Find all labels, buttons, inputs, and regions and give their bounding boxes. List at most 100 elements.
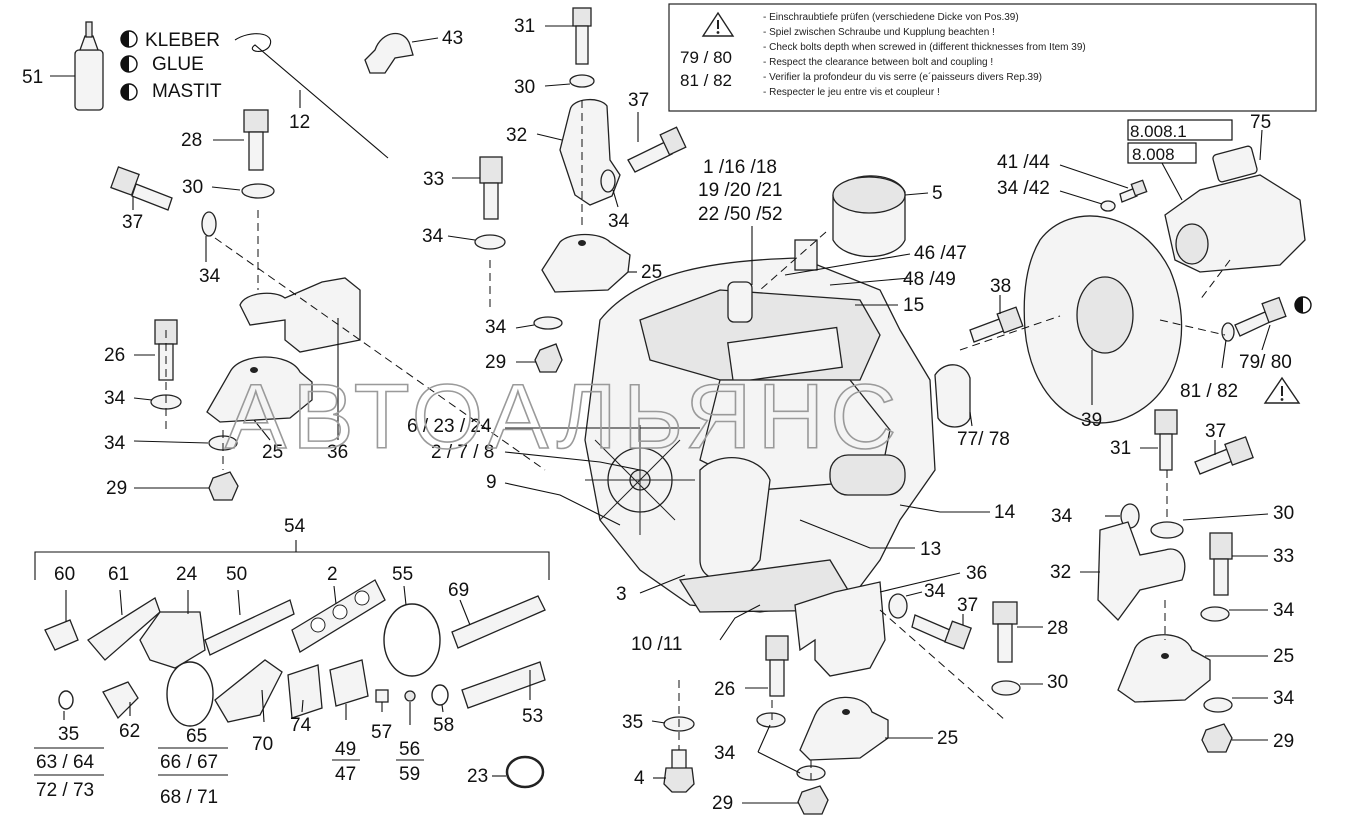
engine-assembly xyxy=(584,239,936,613)
label-33-right: 33 xyxy=(1273,546,1294,567)
label-31-top: 31 xyxy=(514,16,535,37)
half-circle-icon xyxy=(120,55,138,73)
label-37-right: 37 xyxy=(1205,421,1226,442)
label-25-left: 25 xyxy=(262,442,283,463)
label-15: 15 xyxy=(903,295,924,316)
label-47: 47 xyxy=(335,764,356,785)
label-1-16-18: 1 /16 /18 xyxy=(703,157,777,178)
label-46-47: 46 /47 xyxy=(914,243,967,264)
label-36-left: 36 xyxy=(327,442,348,463)
bolt-37-top xyxy=(627,126,687,173)
nut-29-right xyxy=(1201,723,1233,753)
label-39: 39 xyxy=(1081,410,1102,431)
nut-29-bottom xyxy=(797,785,829,815)
label-30-right: 30 xyxy=(1273,503,1294,524)
mount-25-top xyxy=(541,233,631,293)
label-37-top: 37 xyxy=(628,90,649,111)
bolt-37-left xyxy=(110,166,173,211)
label-50: 50 xyxy=(226,564,247,585)
label-34-top-left: 34 xyxy=(422,226,444,247)
legend-mastit: MASTIT xyxy=(152,81,222,102)
label-81-82: 81 / 82 xyxy=(1180,381,1238,402)
label-57: 57 xyxy=(371,722,392,743)
glue-bottle xyxy=(74,21,104,111)
boxed-ref-2: 8.008 xyxy=(1132,145,1175,164)
label-60: 60 xyxy=(54,564,75,585)
label-34-right-a: 34 xyxy=(1051,506,1073,527)
label-74: 74 xyxy=(290,715,312,736)
bolt-37-bottom xyxy=(911,614,972,650)
bolt-28-bottom xyxy=(992,601,1018,663)
label-61: 61 xyxy=(108,564,129,585)
label-12: 12 xyxy=(289,112,310,133)
hydraulic-pump-75 xyxy=(1164,145,1306,273)
label-36-bottom: 36 xyxy=(966,563,987,584)
label-24: 24 xyxy=(176,564,198,585)
mount-25-bottom xyxy=(799,696,889,761)
bolt-41-44 xyxy=(1119,179,1148,203)
label-37-bottom: 37 xyxy=(957,595,978,616)
label-23: 23 xyxy=(467,766,488,787)
label-66-67: 66 / 67 xyxy=(160,752,218,773)
label-69: 69 xyxy=(448,580,469,601)
label-37-left: 37 xyxy=(122,212,143,233)
bolt-28-left xyxy=(243,109,269,171)
label-14: 14 xyxy=(994,502,1016,523)
label-33-top: 33 xyxy=(423,169,444,190)
notice-line-3: - Check bolts depth when screwed in (dif… xyxy=(763,42,1086,53)
label-38: 38 xyxy=(990,276,1011,297)
label-25-right: 25 xyxy=(1273,646,1294,667)
bolt-31-top xyxy=(572,7,592,65)
label-28-bottom: 28 xyxy=(1047,618,1068,639)
label-72-73: 72 / 73 xyxy=(36,780,94,801)
label-63-64: 63 / 64 xyxy=(36,752,95,773)
label-65: 65 xyxy=(186,726,207,747)
label-3: 3 xyxy=(616,584,627,605)
label-30-top: 30 xyxy=(514,77,535,98)
label-35-kit: 35 xyxy=(58,724,79,745)
bolt-38 xyxy=(969,306,1024,343)
label-55: 55 xyxy=(392,564,413,585)
half-circle-icon xyxy=(120,83,138,101)
label-70: 70 xyxy=(252,734,273,755)
label-32-right: 32 xyxy=(1050,562,1071,583)
flywheel-plate-39 xyxy=(1023,215,1183,424)
notice-box: 79 / 80 81 / 82 - Einschraubtiefe prüfen… xyxy=(668,3,1317,112)
bolt-31-right xyxy=(1154,409,1178,471)
nut-29-top xyxy=(534,343,563,373)
boxed-ref-1: 8.008.1 xyxy=(1130,122,1187,141)
wire-12 xyxy=(234,33,389,159)
bolt-33-right xyxy=(1209,532,1233,596)
notice-line-5: - Verifier la profondeur du vis serre (e… xyxy=(763,71,1042,83)
notice-line-6: - Respecter le jeu entre vis et coupleur… xyxy=(763,87,940,98)
label-2: 2 xyxy=(327,564,338,585)
half-circle-icon xyxy=(1294,296,1312,314)
label-6-23-24: 6 / 23 / 24 xyxy=(407,416,492,437)
legend-kleber: KLEBER xyxy=(145,30,220,51)
label-10-11: 10 /11 xyxy=(631,634,682,655)
label-35-bottom: 35 xyxy=(622,712,643,733)
label-41-44: 41 /44 xyxy=(997,152,1050,173)
bracket-36-bottom xyxy=(794,581,886,677)
label-34-right-b: 34 xyxy=(1273,600,1295,621)
watermark: АВТОАЛЬЯНС xyxy=(225,366,903,468)
label-51: 51 xyxy=(22,67,43,88)
label-30-bottom: 30 xyxy=(1047,672,1068,693)
label-26-bottom: 26 xyxy=(714,679,735,700)
legend-glue: GLUE xyxy=(152,54,204,75)
half-circle-icon xyxy=(120,30,138,48)
nut-29-left xyxy=(208,471,239,501)
label-25-bottom: 25 xyxy=(937,728,958,749)
label-25-top: 25 xyxy=(641,262,662,283)
label-48-49: 48 /49 xyxy=(903,269,956,290)
label-49: 49 xyxy=(335,739,356,760)
bracket-32-right xyxy=(1097,521,1186,621)
boxed-refs: 8.008.1 8.008 xyxy=(1127,119,1233,164)
label-29-top: 29 xyxy=(485,352,506,373)
label-32-top: 32 xyxy=(506,125,527,146)
label-43: 43 xyxy=(442,28,463,49)
bolt-33 xyxy=(479,156,503,220)
label-13: 13 xyxy=(920,539,941,560)
label-77-78: 77/ 78 xyxy=(957,429,1010,450)
